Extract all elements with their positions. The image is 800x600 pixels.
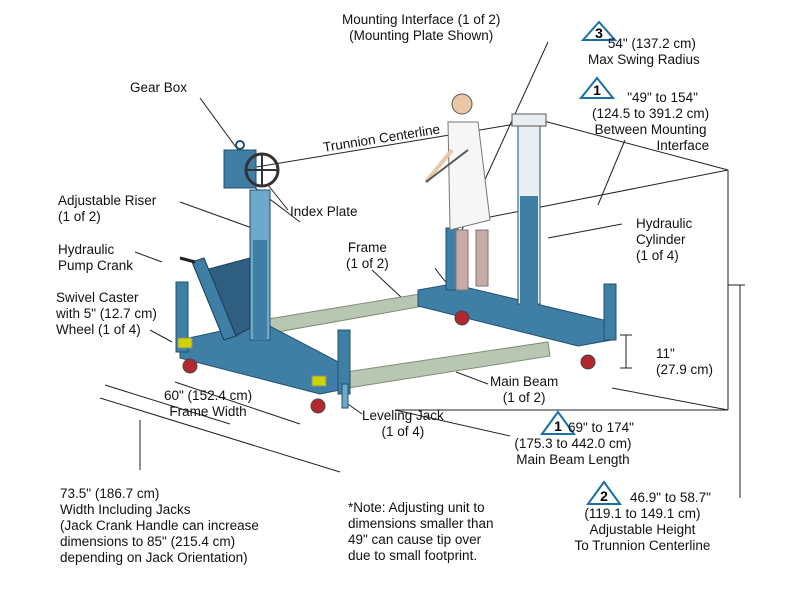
label-hydraulic-cylinder: Hydraulic Cylinder (1 of 4) (636, 216, 693, 263)
main-beam-far (261, 293, 425, 335)
engine-stand (175, 93, 617, 414)
label-main-beam: Main Beam (1 of 2) (490, 374, 559, 405)
technician (424, 93, 491, 291)
label-eleven-inch: 11" (27.9 cm) (656, 346, 714, 377)
label-leveling-jack: Leveling Jack (1 of 4) (362, 408, 444, 439)
badge-beam-length-1: 1 (540, 410, 576, 435)
badge-beam-length-number: 1 (554, 418, 562, 434)
badge-height-number: 2 (600, 488, 608, 504)
label-hydraulic-pump-crank: Hydraulic Pump Crank (58, 242, 134, 273)
badge-height-2: 2 (586, 480, 622, 505)
label-swivel-caster: Swivel Caster with 5" (12.7 cm) Wheel (1… (56, 290, 157, 337)
label-between-mounting: "49" to 154" (124.5 to 391.2 cm) Between… (592, 90, 710, 153)
label-adjustable-riser: Adjustable Riser (1 of 2) (58, 193, 157, 224)
label-main-beam-length: 69" to 174" (175.3 to 442.0 cm) Main Bea… (514, 420, 634, 467)
label-frame: Frame (1 of 2) (346, 240, 389, 271)
label-index-plate: Index Plate (290, 204, 358, 219)
mounting-plate (511, 113, 547, 127)
badge-between-number: 1 (593, 82, 601, 98)
label-gear-box: Gear Box (130, 80, 188, 95)
badge-between-1: 1 (578, 76, 616, 99)
label-width-including-jacks: 73.5" (186.7 cm) Width Including Jacks (… (60, 486, 259, 565)
label-adjustable-height: 46.9" to 58.7" (119.1 to 149.1 cm) Adjus… (574, 490, 711, 553)
label-frame-width: 60" (152.4 cm) Frame Width (164, 388, 253, 419)
label-note: *Note: Adjusting unit to dimensions smal… (348, 500, 494, 563)
label-swing-radius: 54" (137.2 cm) Max Swing Radius (588, 36, 700, 67)
label-mounting-interface: Mounting Interface (1 of 2) (Mounting Pl… (342, 12, 501, 43)
frame-right (417, 283, 613, 347)
badge-swing-3: 3 (580, 20, 618, 41)
dimension-lines (99, 41, 745, 498)
badge-swing-number: 3 (595, 25, 603, 41)
